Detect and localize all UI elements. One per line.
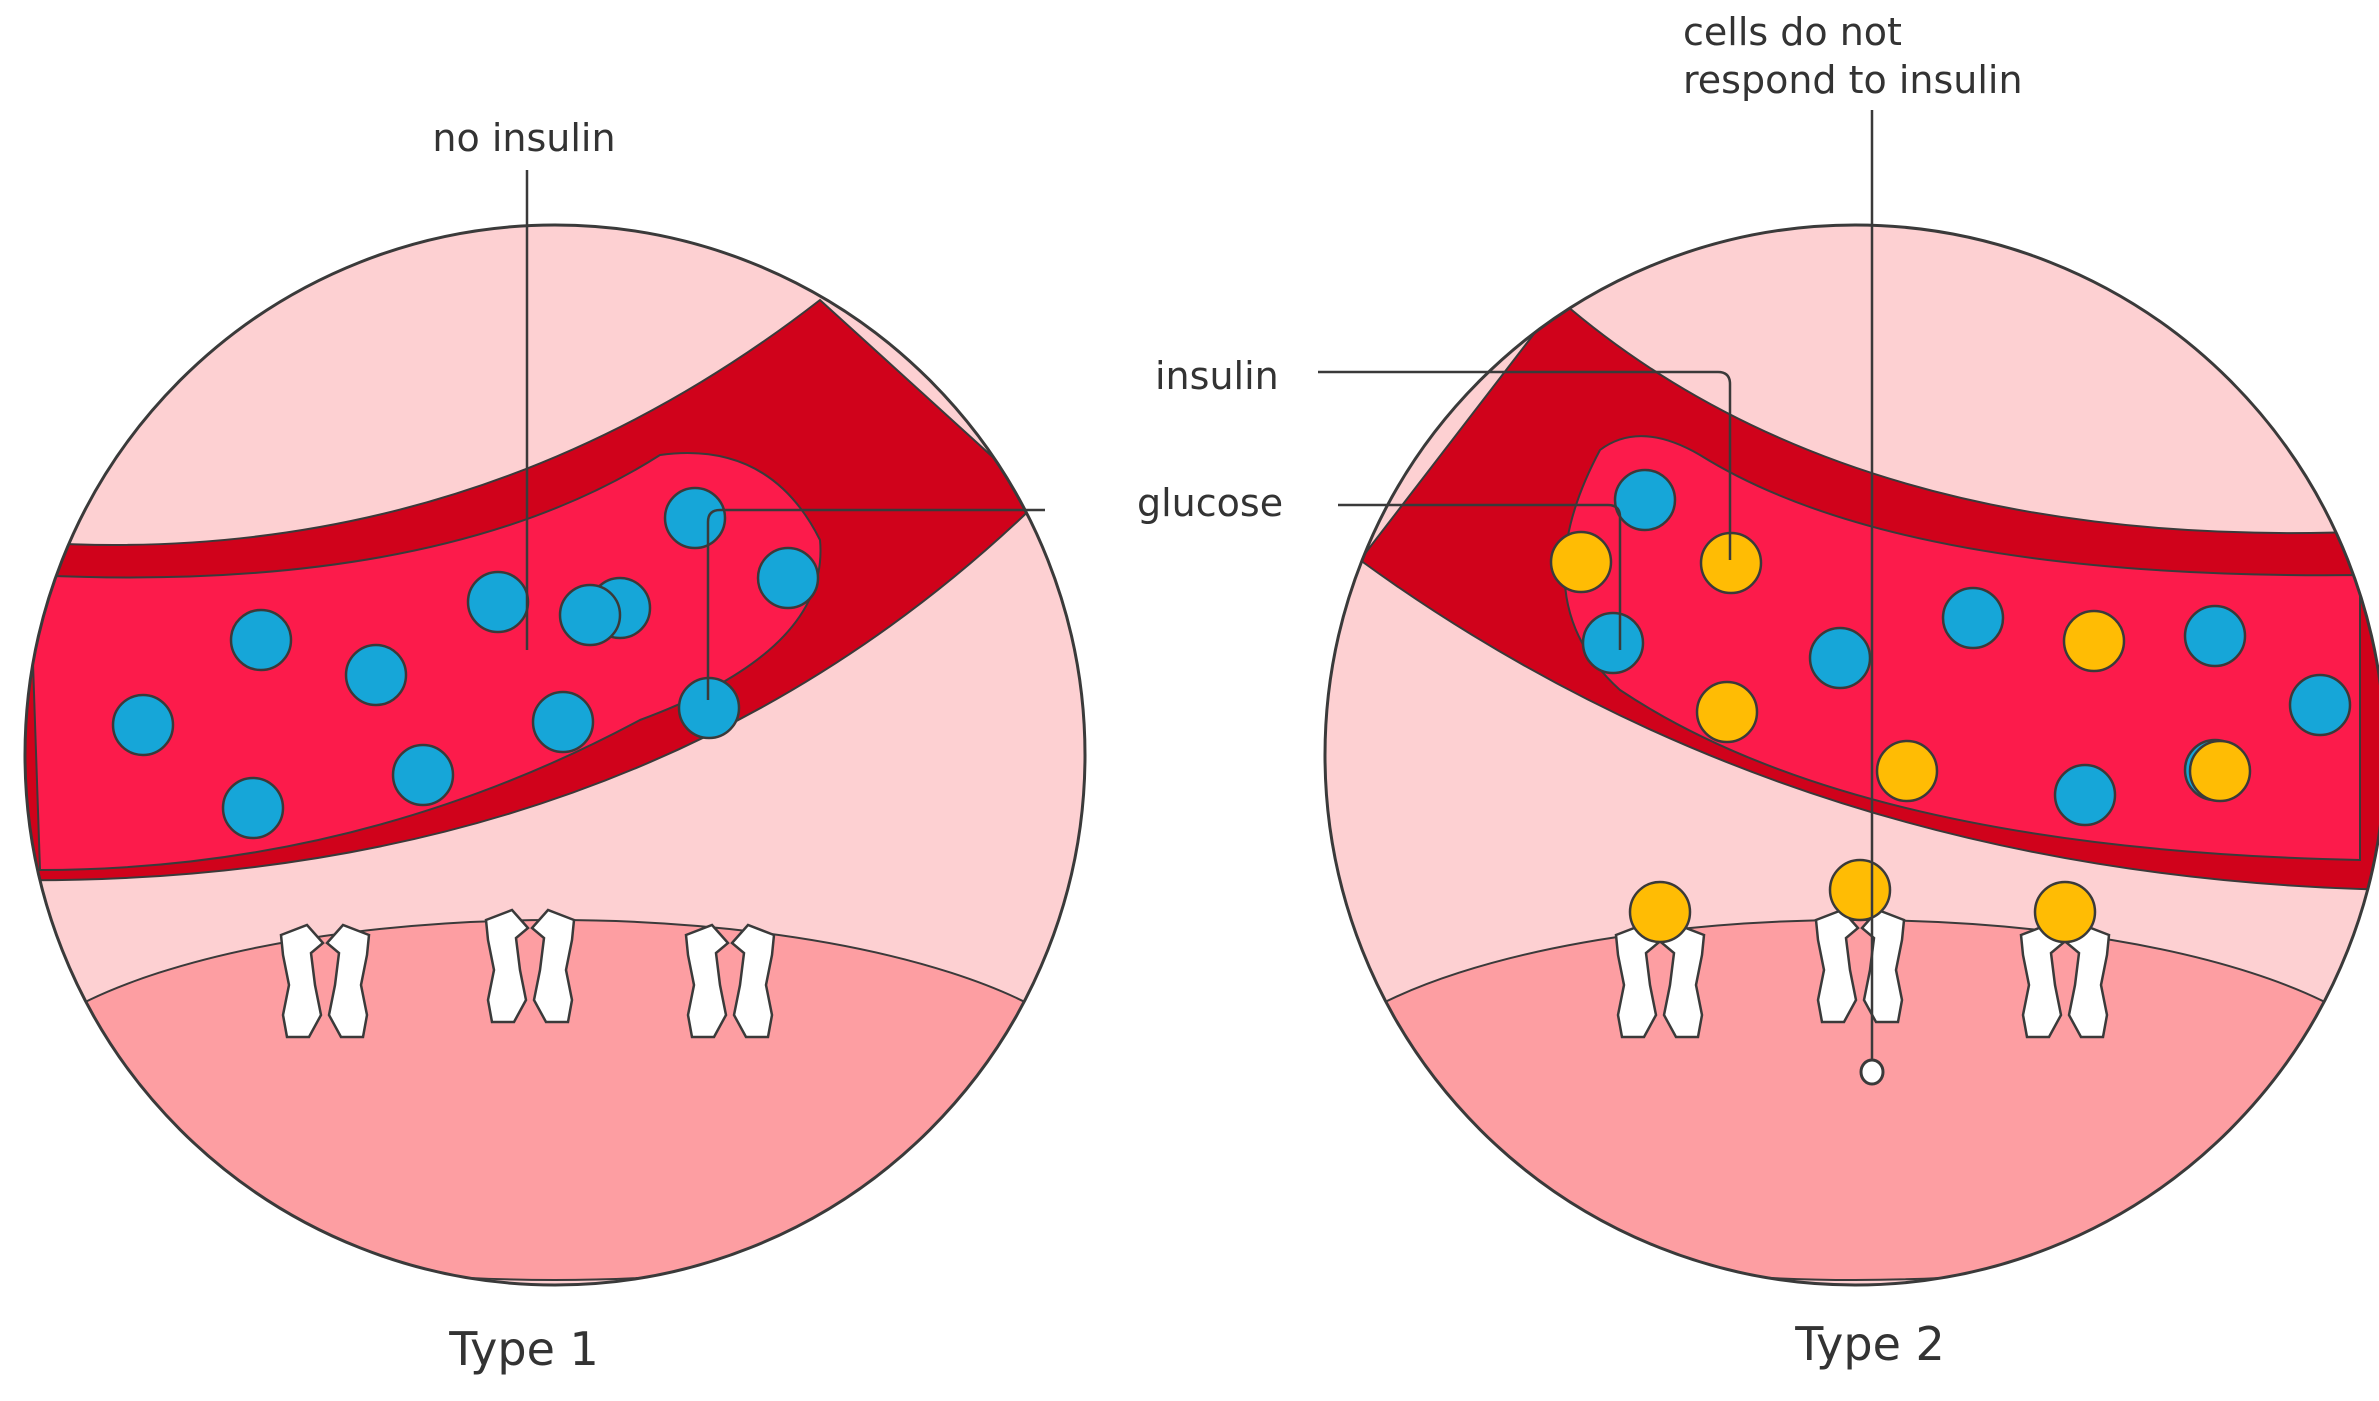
blood-vessel bbox=[28, 452, 822, 872]
panel-outline bbox=[23, 223, 1087, 1287]
glucose-molecule bbox=[663, 486, 727, 550]
glucose-molecule bbox=[344, 643, 408, 707]
insulin-molecule bbox=[2033, 880, 2097, 944]
panel-outline bbox=[1323, 223, 2379, 1287]
glucose-leader-2 bbox=[1338, 503, 1622, 650]
type-1-title: Type 1 bbox=[448, 1322, 599, 1376]
glucose-molecule bbox=[391, 743, 455, 807]
glucose-molecule bbox=[229, 608, 293, 672]
insulin-group bbox=[1549, 530, 2252, 944]
insulin-molecule bbox=[2188, 739, 2252, 803]
glucose-molecule bbox=[531, 690, 595, 754]
glucose-molecule bbox=[2183, 604, 2247, 668]
glucose-molecule bbox=[558, 583, 622, 647]
glucose-molecule bbox=[756, 546, 820, 610]
glucose-label: glucose bbox=[1137, 481, 1283, 525]
type-2-title: Type 2 bbox=[1794, 1317, 1945, 1371]
glucose-molecule bbox=[1581, 611, 1645, 675]
panel-type-2: cells do not respond to insulin insulin … bbox=[1137, 10, 2379, 1371]
glucose-molecule bbox=[2053, 763, 2117, 827]
glucose-molecule bbox=[1808, 626, 1872, 690]
insulin-molecule bbox=[1695, 680, 1759, 744]
glucose-molecule bbox=[221, 776, 285, 840]
glucose-molecule bbox=[1613, 468, 1677, 532]
cells-do-not-label: cells do not bbox=[1683, 10, 1902, 54]
respond-to-insulin-label: respond to insulin bbox=[1683, 58, 2023, 102]
panel-type-1: no insulin Type 1 bbox=[23, 116, 1087, 1376]
insulin-molecule bbox=[1875, 739, 1939, 803]
glucose-molecule bbox=[2288, 673, 2352, 737]
cells-respond-pointer bbox=[1859, 1058, 1885, 1086]
glucose-molecule bbox=[111, 693, 175, 757]
glucose-group bbox=[111, 486, 820, 840]
insulin-molecule bbox=[1549, 530, 1613, 594]
insulin-molecule bbox=[1828, 858, 1892, 922]
glucose-molecule bbox=[466, 570, 530, 634]
glucose-leader-1 bbox=[706, 508, 1045, 700]
insulin-label: insulin bbox=[1155, 354, 1279, 398]
glucose-group bbox=[1581, 468, 2352, 827]
insulin-molecule bbox=[2062, 609, 2126, 673]
insulin-leader bbox=[1318, 370, 1732, 560]
glucose-molecule bbox=[1941, 586, 2005, 650]
no-insulin-label: no insulin bbox=[432, 116, 615, 160]
insulin-molecule bbox=[1628, 880, 1692, 944]
